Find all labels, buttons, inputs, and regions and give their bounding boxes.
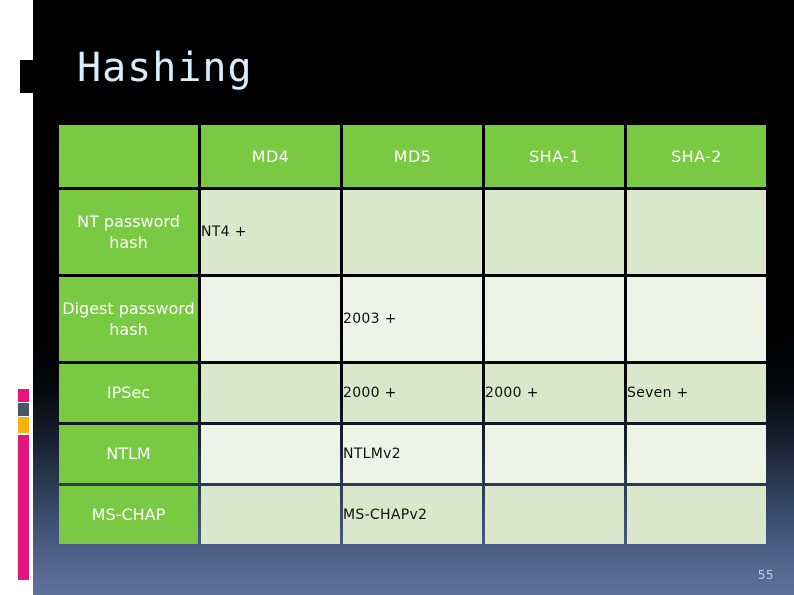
cell-nt-password-hash-sha2 (627, 190, 766, 274)
page-number: 55 (757, 568, 774, 582)
table-header-sha1: SHA-1 (485, 125, 624, 187)
cell-digest-password-hash-md5: 2003 + (343, 277, 482, 361)
table-row: NTLM NTLMv2 (59, 425, 766, 483)
cell-nt-password-hash-sha1 (485, 190, 624, 274)
cell-digest-password-hash-sha2 (627, 277, 766, 361)
cell-digest-password-hash-md4 (201, 277, 340, 361)
table-row: MS-CHAP MS-CHAPv2 (59, 486, 766, 544)
cell-nt-password-hash-md4: NT4 + (201, 190, 340, 274)
cell-ms-chap-sha1 (485, 486, 624, 544)
cell-ntlm-md4 (201, 425, 340, 483)
table-row: NT password hash NT4 + (59, 190, 766, 274)
cell-ipsec-md4 (201, 364, 340, 422)
comparison-table-wrapper: MD4 MD5 SHA-1 SHA-2 NT password hash NT4… (56, 122, 766, 547)
cell-ntlm-sha2 (627, 425, 766, 483)
table-header-md4: MD4 (201, 125, 340, 187)
table-header-sha2: SHA-2 (627, 125, 766, 187)
row-label-nt-password-hash: NT password hash (59, 190, 198, 274)
slide-title: Hashing (77, 45, 253, 91)
table-header-row: MD4 MD5 SHA-1 SHA-2 (59, 125, 766, 187)
decoration-bar-pink-long (18, 435, 29, 580)
cell-ms-chap-sha2 (627, 486, 766, 544)
decoration-bar-slate (18, 403, 29, 416)
row-label-ipsec: IPSec (59, 364, 198, 422)
table-row: Digest password hash 2003 + (59, 277, 766, 361)
decoration-bar-orange (18, 417, 29, 433)
cell-nt-password-hash-md5 (343, 190, 482, 274)
table-header-corner (59, 125, 198, 187)
row-label-ms-chap: MS-CHAP (59, 486, 198, 544)
decoration-bar-pink-top (18, 389, 29, 402)
cell-ntlm-sha1 (485, 425, 624, 483)
cell-ms-chap-md5: MS-CHAPv2 (343, 486, 482, 544)
cell-digest-password-hash-sha1 (485, 277, 624, 361)
cell-ipsec-sha2: Seven + (627, 364, 766, 422)
cell-ntlm-md5: NTLMv2 (343, 425, 482, 483)
title-bullet-square-icon (20, 60, 34, 93)
cell-ipsec-sha1: 2000 + (485, 364, 624, 422)
comparison-table: MD4 MD5 SHA-1 SHA-2 NT password hash NT4… (56, 122, 769, 547)
table-row: IPSec 2000 + 2000 + Seven + (59, 364, 766, 422)
table-header-md5: MD5 (343, 125, 482, 187)
row-label-digest-password-hash: Digest password hash (59, 277, 198, 361)
cell-ms-chap-md4 (201, 486, 340, 544)
row-label-ntlm: NTLM (59, 425, 198, 483)
cell-ipsec-md5: 2000 + (343, 364, 482, 422)
